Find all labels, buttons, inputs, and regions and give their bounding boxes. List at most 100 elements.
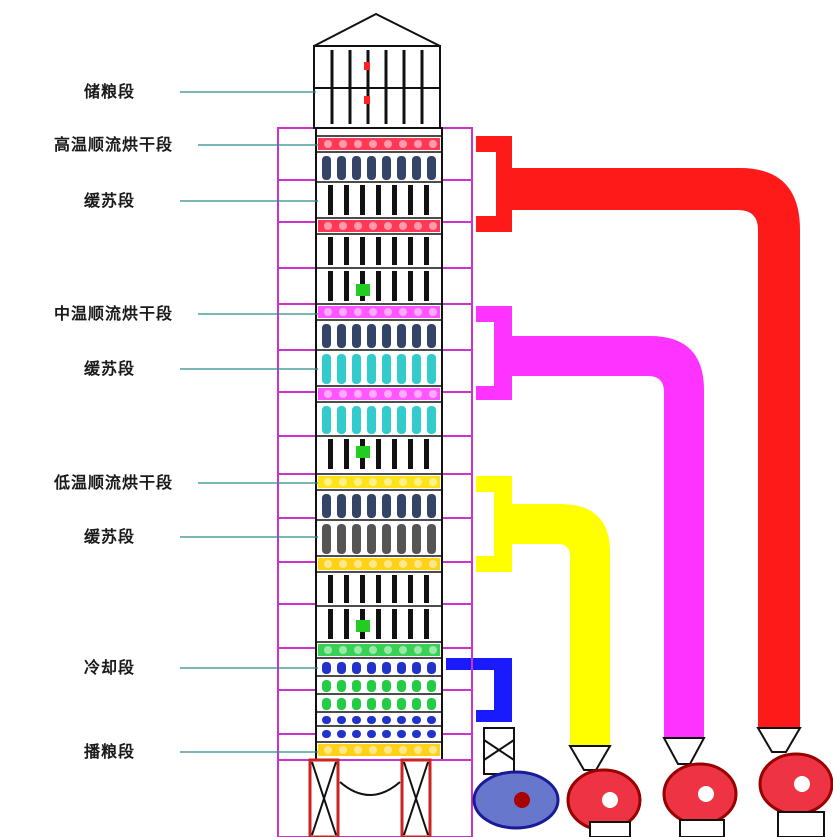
air-outlet [369, 390, 377, 398]
grain-channel [397, 494, 406, 518]
air-outlet [429, 646, 437, 654]
column-bar [424, 237, 429, 265]
grain-channel [397, 156, 406, 180]
grain-channel [397, 680, 406, 692]
grain-channel [427, 524, 436, 554]
grain-channel [352, 354, 361, 384]
tower-roof-icon [313, 12, 441, 129]
air-outlet [414, 646, 422, 654]
grain-channel [412, 406, 421, 434]
column-bar [424, 575, 429, 603]
grain-channel [412, 716, 421, 724]
column-bar [424, 271, 429, 301]
air-outlet [354, 560, 362, 568]
grain-channel [367, 494, 376, 518]
grain-channel [322, 156, 331, 180]
heated-air-row [318, 744, 440, 756]
grain-channel [367, 524, 376, 554]
grain-channel [412, 698, 421, 710]
grain-channel [322, 524, 331, 554]
column-bar [424, 609, 429, 639]
column-bar [344, 185, 349, 215]
air-outlet [354, 478, 362, 486]
grain-channel [367, 730, 376, 738]
air-outlet [324, 222, 332, 230]
column-bar [408, 575, 413, 603]
grain-channel [352, 662, 361, 674]
grain-channel [397, 716, 406, 724]
grain-channel [427, 494, 436, 518]
tower-base [277, 758, 473, 837]
grain-channel [382, 494, 391, 518]
air-outlet [339, 390, 347, 398]
column-bar [344, 439, 349, 469]
column-bar [328, 185, 333, 215]
centrifugal-fan-icon [566, 745, 642, 837]
column-bar [392, 185, 397, 215]
heated-air-row [318, 388, 440, 400]
air-outlet [324, 390, 332, 398]
grain-channel [337, 680, 346, 692]
grain-channel [427, 698, 436, 710]
air-outlet [429, 478, 437, 486]
grain-channel [322, 494, 331, 518]
grain-channel [367, 680, 376, 692]
label-tempering-section-2: 缓苏段 [84, 359, 136, 378]
grain-channel [412, 156, 421, 180]
grain-channel [337, 324, 346, 348]
column-bar [328, 439, 333, 469]
grain-channel [412, 730, 421, 738]
air-outlet [324, 560, 332, 568]
grain-channel [427, 354, 436, 384]
grain-channel [352, 156, 361, 180]
tower-frame-cross-members [278, 179, 472, 735]
air-outlet [399, 478, 407, 486]
column-bar [328, 237, 333, 265]
air-outlet [414, 140, 422, 148]
grain-channel [382, 716, 391, 724]
air-outlet [429, 222, 437, 230]
air-outlet [384, 646, 392, 654]
grain-channel [397, 698, 406, 710]
air-outlet [399, 390, 407, 398]
air-outlet [429, 390, 437, 398]
grain-channel [322, 324, 331, 348]
heated-air-row [318, 476, 440, 488]
leader-lines [180, 91, 318, 753]
air-outlet [414, 746, 422, 754]
air-outlet [369, 478, 377, 486]
grain-channel [382, 730, 391, 738]
grain-channel [367, 698, 376, 710]
grain-channel [382, 524, 391, 554]
inspection-window [356, 284, 370, 296]
grain-channel [427, 156, 436, 180]
column-bar [424, 185, 429, 215]
column-bar [408, 237, 413, 265]
air-outlet [324, 746, 332, 754]
heated-air-row [318, 558, 440, 570]
label-low-temp-drying-section: 低温顺流烘干段 [54, 473, 174, 492]
column-bar [344, 271, 349, 301]
air-outlet [384, 390, 392, 398]
air-outlet [369, 560, 377, 568]
column-bar [376, 271, 381, 301]
centrifugal-fan-icon [472, 727, 560, 830]
grain-channel [382, 354, 391, 384]
air-outlet [324, 140, 332, 148]
column-bar [328, 575, 333, 603]
air-outlet [369, 646, 377, 654]
air-outlet [384, 140, 392, 148]
grain-channel [412, 324, 421, 348]
centrifugal-fan-icon [756, 727, 833, 837]
grain-channel [367, 716, 376, 724]
air-outlet [414, 478, 422, 486]
grain-channel [337, 716, 346, 724]
air-outlet [399, 560, 407, 568]
air-outlet [339, 746, 347, 754]
grain-channel [322, 406, 331, 434]
air-outlet [354, 222, 362, 230]
air-outlet [324, 308, 332, 316]
grain-channel [322, 680, 331, 692]
grain-channel [352, 324, 361, 348]
